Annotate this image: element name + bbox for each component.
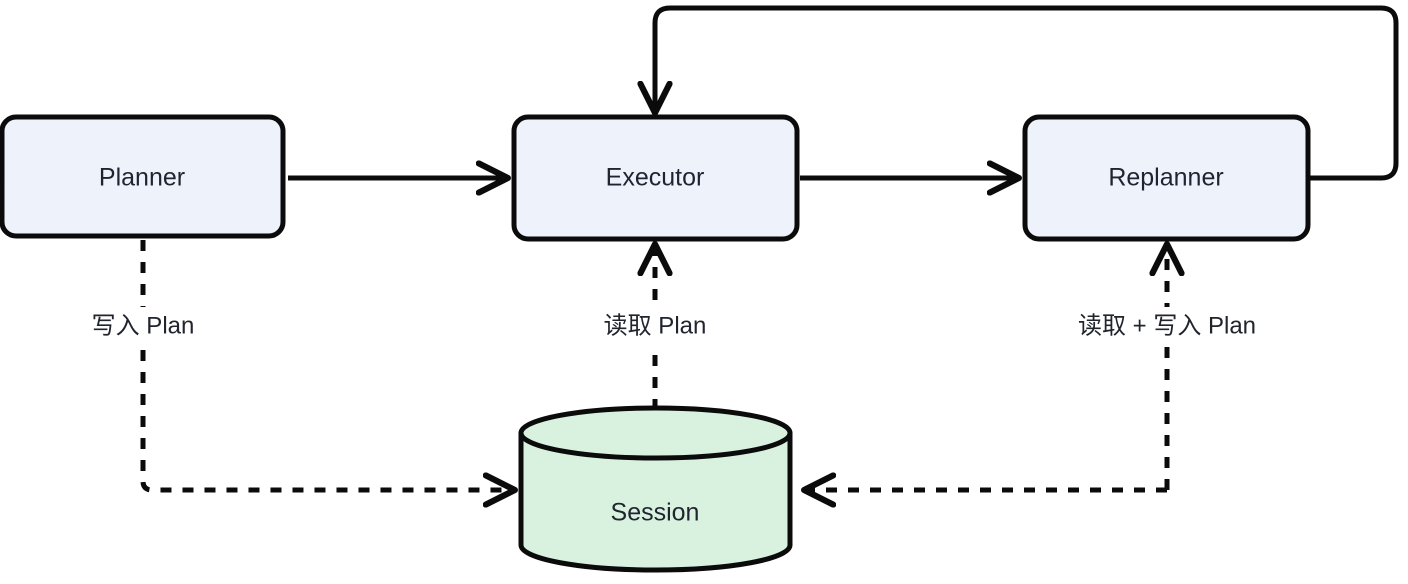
- write-plan-label: 写入 Plan: [92, 312, 195, 339]
- session-cylinder-body[interactable]: [518, 430, 793, 573]
- node-executor[interactable]: Executor: [511, 114, 800, 242]
- edge-replanner-to-executor: [655, 5, 1399, 181]
- read-write-plan-label: 读取 + 写入 Plan: [1078, 312, 1256, 339]
- executor-label: Executor: [606, 164, 705, 192]
- edge-label-write-plan: 写入 Plan: [72, 307, 215, 345]
- replanner-box[interactable]: [1022, 114, 1311, 242]
- read-plan-label: 读取 Plan: [604, 312, 707, 339]
- read-write-plan-label-bg: [1055, 307, 1280, 345]
- read-plan-label-bg: [584, 307, 727, 345]
- write-plan-label-bg: [72, 307, 215, 345]
- planner-box[interactable]: [0, 114, 286, 239]
- edge-planner-to-session: [140, 240, 512, 490]
- node-replanner[interactable]: Replanner: [1022, 114, 1311, 242]
- node-planner[interactable]: Planner: [0, 114, 286, 239]
- session-cylinder-top[interactable]: [518, 405, 793, 461]
- session-label: Session: [611, 499, 700, 527]
- node-session[interactable]: Session: [518, 405, 793, 573]
- replanner-label: Replanner: [1108, 164, 1223, 192]
- planner-label: Planner: [99, 164, 185, 192]
- edge-label-read-write-plan: 读取 + 写入 Plan: [1055, 307, 1280, 345]
- executor-box[interactable]: [511, 114, 800, 242]
- edge-label-read-plan: 读取 Plan: [584, 307, 727, 345]
